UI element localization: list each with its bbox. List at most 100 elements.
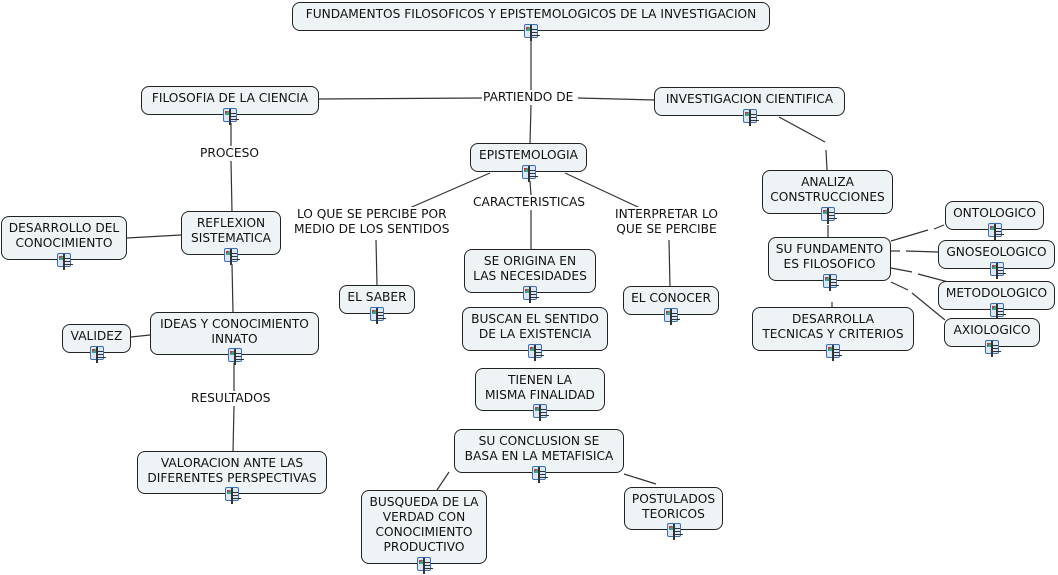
linking-phrase-proceso[interactable]: PROCESO (199, 146, 260, 161)
link-line (890, 267, 913, 273)
document-with-image-icon[interactable] (225, 487, 241, 504)
concept-axiologico[interactable]: AXIOLOGICO (944, 318, 1040, 357)
concept-reflexion-sistematica[interactable]: REFLEXION SISTEMATICA (181, 211, 281, 265)
linking-phrase-lo-que-se-percibe[interactable]: LO QUE SE PERCIBE POR MEDIO DE LOS SENTI… (293, 207, 451, 237)
concept-label: INVESTIGACION CIENTIFICA (665, 92, 834, 106)
concept-label: TIENEN LA MISMA FINALIDAD (485, 373, 595, 402)
concept-se-origina[interactable]: SE ORIGINA EN LAS NECESIDADES (464, 249, 596, 303)
concept-el-conocer[interactable]: EL CONOCER (623, 286, 719, 325)
document-with-image-icon[interactable] (521, 165, 538, 182)
link-line (231, 263, 234, 314)
document-with-image-icon[interactable] (57, 253, 73, 270)
document-with-image-icon[interactable] (822, 274, 839, 291)
document-with-image-icon[interactable] (742, 109, 759, 126)
link-line (564, 172, 641, 209)
link-line (436, 471, 450, 491)
concept-label: ANALIZA CONSTRUCCIONES (770, 175, 885, 204)
document-with-image-icon[interactable] (89, 346, 106, 363)
concept-label: SE ORIGINA EN LAS NECESIDADES (473, 254, 587, 283)
link-line (404, 172, 491, 211)
concept-label: EL CONOCER (631, 291, 711, 305)
document-with-image-icon[interactable] (533, 404, 549, 421)
concept-label: IDEAS Y CONOCIMIENTO INNATO (160, 317, 309, 346)
concept-metodologico[interactable]: METODOLOGICO (938, 281, 1055, 320)
linking-phrase-interpretar[interactable]: INTERPRETAR LO QUE SE PERCIBE (614, 207, 719, 237)
concept-su-fundamento[interactable]: SU FUNDAMENTO ES FILOSOFICO (768, 237, 891, 291)
document-with-image-icon[interactable] (532, 466, 548, 483)
document-with-image-icon[interactable] (528, 344, 544, 361)
document-with-image-icon[interactable] (989, 262, 1006, 279)
linking-phrase-partiendo-de[interactable]: PARTIENDO DE (482, 90, 575, 105)
concept-buscan-el-sentido[interactable]: BUSCAN EL SENTIDO DE LA EXISTENCIA (462, 307, 608, 361)
concept-label: ONTOLOGICO (953, 206, 1036, 220)
document-with-image-icon[interactable] (370, 307, 386, 324)
document-with-image-icon[interactable] (987, 223, 1004, 240)
link-line (668, 239, 671, 288)
concept-desarrollo-del-conocimiento[interactable]: DESARROLLO DEL CONOCIMIENTO (1, 216, 127, 270)
link-line (623, 473, 657, 485)
document-with-image-icon[interactable] (224, 248, 240, 265)
concept-desarrolla-tecnicas[interactable]: DESARROLLA TECNICAS Y CRITERIOS (752, 307, 914, 361)
document-with-image-icon[interactable] (826, 344, 842, 361)
concept-investigacion-cientifica[interactable]: INVESTIGACION CIENTIFICA (654, 87, 845, 126)
concept-label: VALIDEZ (70, 329, 123, 343)
concept-label: DESARROLLA TECNICAS Y CRITERIOS (762, 312, 904, 341)
link-line (778, 116, 826, 143)
document-with-image-icon[interactable] (417, 557, 433, 574)
concept-label: EL SABER (347, 290, 407, 304)
link-line (905, 250, 939, 253)
concept-el-saber[interactable]: EL SABER (339, 285, 415, 324)
concept-postulados-teoricos[interactable]: POSTULADOS TEORICOS (624, 487, 723, 540)
concept-label: METODOLOGICO (945, 286, 1048, 300)
link-line (890, 229, 929, 242)
concept-label: BUSCAN EL SENTIDO DE LA EXISTENCIA (471, 312, 599, 341)
concept-label: GNOSEOLOGICO (946, 245, 1047, 259)
document-with-image-icon[interactable] (223, 108, 239, 125)
concept-analiza-construcciones[interactable]: ANALIZA CONSTRUCCIONES (762, 170, 893, 224)
document-with-image-icon[interactable] (985, 340, 1001, 357)
linking-phrase-resultados[interactable]: RESULTADOS (190, 391, 272, 406)
document-with-image-icon[interactable] (820, 207, 837, 224)
link-line (577, 97, 656, 101)
link-line (890, 281, 909, 291)
concept-epistemologia[interactable]: EPISTEMOLOGIA (470, 143, 587, 182)
linking-phrase-caracteristicas[interactable]: CARACTERISTICAS (472, 195, 587, 210)
link-line (130, 334, 151, 338)
concept-filosofia-de-la-ciencia[interactable]: FILOSOFIA DE LA CIENCIA (141, 86, 319, 125)
concept-tienen-la-misma-finalidad[interactable]: TIENEN LA MISMA FINALIDAD (475, 368, 605, 421)
concept-label: REFLEXION SISTEMATICA (190, 216, 271, 245)
document-with-image-icon[interactable] (523, 286, 539, 303)
concept-validez[interactable]: VALIDEZ (62, 324, 131, 363)
link-line (933, 224, 945, 230)
concept-valoracion[interactable]: VALORACION ANTE LAS DIFERENTES PERSPECTI… (137, 451, 327, 504)
concept-ontologico[interactable]: ONTOLOGICO (945, 201, 1044, 240)
concept-label: BUSQUEDA DE LA VERDAD CON CONOCIMIENTO P… (369, 495, 479, 554)
concept-label: SU FUNDAMENTO ES FILOSOFICO (775, 242, 884, 271)
document-with-image-icon[interactable] (664, 308, 680, 325)
concept-ideas-y-conocimiento-innato[interactable]: IDEAS Y CONOCIMIENTO INNATO (150, 312, 319, 365)
link-line (126, 234, 182, 239)
concept-label: POSTULADOS TEORICOS (631, 492, 716, 521)
link-line (232, 405, 235, 453)
concept-root[interactable]: FUNDAMENTOS FILOSOFICOS Y EPISTEMOLOGICO… (292, 2, 770, 41)
concept-label: SU CONCLUSION SE BASA EN LA METAFISICA (464, 434, 614, 463)
link-line (911, 292, 946, 321)
concept-label: FUNDAMENTOS FILOSOFICOS Y EPISTEMOLOGICO… (305, 7, 757, 21)
concept-label: FILOSOFIA DE LA CIENCIA (151, 91, 309, 105)
concept-label: VALORACION ANTE LAS DIFERENTES PERSPECTI… (147, 456, 317, 485)
document-with-image-icon[interactable] (524, 24, 540, 41)
link-line (375, 239, 378, 286)
concept-busqueda-de-la-verdad[interactable]: BUSQUEDA DE LA VERDAD CON CONOCIMIENTO P… (361, 490, 487, 574)
link-line (529, 180, 532, 196)
concept-gnoseologico[interactable]: GNOSEOLOGICO (938, 240, 1055, 279)
concept-su-conclusion[interactable]: SU CONCLUSION SE BASA EN LA METAFISICA (454, 429, 624, 483)
link-line (825, 149, 828, 171)
document-with-image-icon[interactable] (989, 303, 1006, 320)
document-with-image-icon[interactable] (227, 348, 244, 365)
link-line (230, 160, 233, 213)
document-with-image-icon[interactable] (666, 523, 683, 540)
concept-label: DESARROLLO DEL CONOCIMIENTO (8, 221, 120, 250)
concept-label: EPISTEMOLOGIA (479, 148, 578, 162)
